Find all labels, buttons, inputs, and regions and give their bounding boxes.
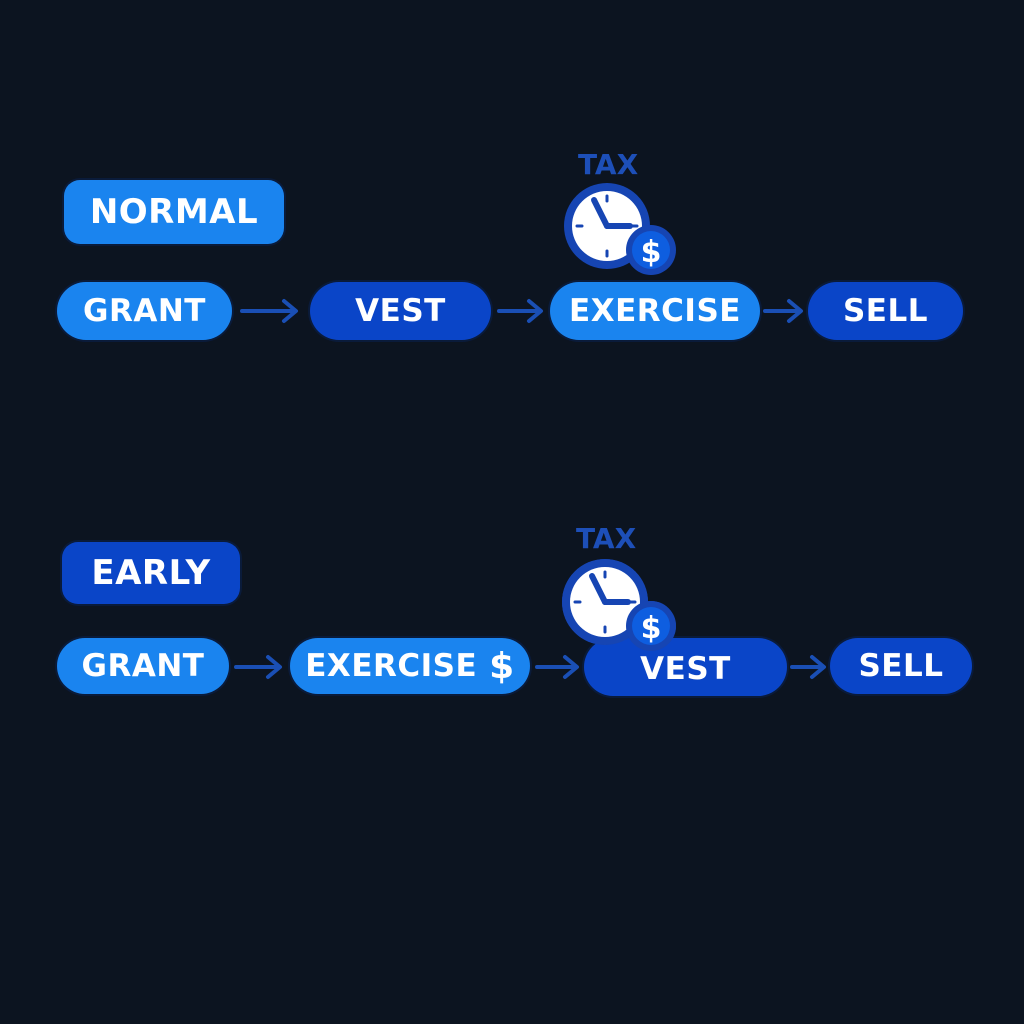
- normal-step-sell: SELL: [808, 282, 963, 340]
- normal-arrow-2-icon: [497, 299, 543, 323]
- normal-arrow-1-icon: [240, 299, 298, 323]
- normal-label: NORMAL: [64, 180, 284, 244]
- early-step-exercise: EXERCISE $: [290, 638, 530, 694]
- early-arrow-3-icon: [790, 655, 826, 679]
- early-arrow-1-icon: [234, 655, 282, 679]
- normal-tax-label: TAX: [578, 148, 639, 181]
- early-step-sell: SELL: [830, 638, 972, 694]
- early-step-exercise-label: EXERCISE: [305, 648, 478, 684]
- normal-step-grant: GRANT: [57, 282, 232, 340]
- svg-text:$: $: [641, 611, 662, 646]
- early-arrow-2-icon: [535, 655, 579, 679]
- early-step-grant: GRANT: [57, 638, 229, 694]
- normal-step-exercise: EXERCISE: [550, 282, 760, 340]
- early-tax-clock-overlay-icon: $: [562, 559, 676, 651]
- normal-step-vest: VEST: [310, 282, 491, 340]
- normal-dollar-coin-icon: $: [641, 235, 662, 270]
- early-label: EARLY: [62, 542, 240, 604]
- normal-tax-clock-icon: $: [564, 183, 676, 275]
- early-step-vest: VEST: [584, 638, 787, 696]
- early-exercise-dollar-icon: $: [489, 645, 515, 687]
- normal-arrow-3-icon: [763, 299, 803, 323]
- early-tax-label: TAX: [576, 522, 637, 555]
